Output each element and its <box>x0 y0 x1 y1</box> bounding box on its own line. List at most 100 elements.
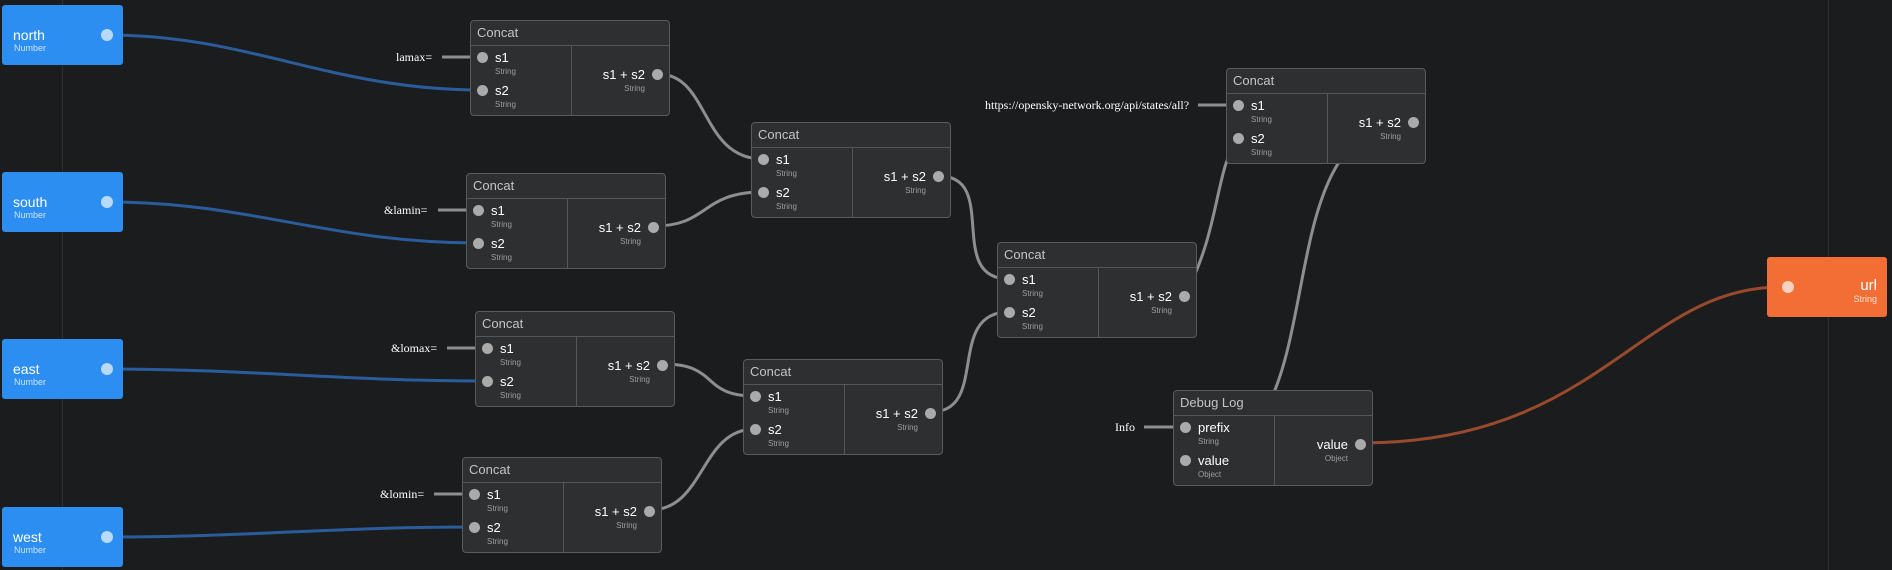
output-pin[interactable] <box>933 171 944 182</box>
wire-west-to-concat-4[interactable] <box>107 525 475 539</box>
input-type-s2: String <box>495 100 516 109</box>
node-title: Concat <box>752 123 950 148</box>
output-port[interactable] <box>101 363 113 375</box>
input-label-value: value <box>1198 453 1230 468</box>
concat-node[interactable]: Concat s1 String s2 String s1 + s2 Strin… <box>1226 68 1426 164</box>
concat-node[interactable]: Concat s1 String s2 String s1 + s2 Strin… <box>997 242 1197 338</box>
input-pin-s1[interactable] <box>750 391 761 402</box>
input-label-s1: s1 <box>495 50 509 65</box>
parameter-type: Number <box>14 43 47 53</box>
output-port[interactable] <box>101 531 113 543</box>
input-pin-s2[interactable] <box>750 424 761 435</box>
constant-info[interactable]: Info <box>1115 420 1135 434</box>
output-pin[interactable] <box>652 69 663 80</box>
input-label-s1: s1 <box>500 341 514 356</box>
input-label-s2: s2 <box>768 422 782 437</box>
output-port[interactable] <box>101 29 113 41</box>
wire-south-to-concat-2[interactable] <box>107 200 479 245</box>
node-divider <box>563 482 564 552</box>
parameter-south[interactable]: south Number <box>2 172 123 232</box>
input-pin-s1[interactable] <box>477 52 488 63</box>
input-pin-s2[interactable] <box>1233 133 1244 144</box>
parameter-west[interactable]: west Number <box>2 507 123 567</box>
input-pin-prefix[interactable] <box>1180 422 1191 433</box>
constant-lamin[interactable]: &lamin= <box>384 203 428 217</box>
output-name: url <box>1860 277 1877 294</box>
input-pin-s1[interactable] <box>482 343 493 354</box>
input-pin-s1[interactable] <box>473 205 484 216</box>
output-pin[interactable] <box>1408 117 1419 128</box>
input-label-prefix: prefix <box>1198 420 1230 435</box>
concat-node[interactable]: Concat s1 String s2 String s1 + s2 Strin… <box>743 359 943 455</box>
node-divider <box>576 336 577 406</box>
wire-east-to-concat-3[interactable] <box>107 367 488 383</box>
wire-concat-1-to-concat-5[interactable] <box>657 72 764 161</box>
wire-concat-5-to-concat-7[interactable] <box>938 174 1010 281</box>
constant-lomax[interactable]: &lomax= <box>391 341 438 355</box>
input-type-s1: String <box>1251 115 1272 124</box>
input-type-s1: String <box>500 358 521 367</box>
debug-log-node[interactable]: Debug Log prefix String value Object val… <box>1173 390 1373 486</box>
output-pin[interactable] <box>1179 291 1190 302</box>
output-type: String <box>616 521 637 530</box>
output-port[interactable] <box>101 196 113 208</box>
node-divider <box>1327 93 1328 163</box>
parameter-north[interactable]: north Number <box>2 5 123 65</box>
concat-node[interactable]: Concat s1 String s2 String s1 + s2 Strin… <box>751 122 951 218</box>
input-pin-value[interactable] <box>1180 455 1191 466</box>
constant-base-url[interactable]: https://opensky-network.org/api/states/a… <box>985 98 1190 112</box>
input-pin-s1[interactable] <box>1233 100 1244 111</box>
input-pin-s2[interactable] <box>473 238 484 249</box>
concat-node[interactable]: Concat s1 String s2 String s1 + s2 Strin… <box>475 311 675 407</box>
wire-debug-to-url[interactable] <box>1360 285 1782 445</box>
concat-node[interactable]: Concat s1 String s2 String s1 + s2 Strin… <box>466 173 666 269</box>
output-type: String <box>1380 132 1401 141</box>
concat-node[interactable]: Concat s1 String s2 String s1 + s2 Strin… <box>470 20 670 116</box>
wire-concat-3-to-concat-6[interactable] <box>662 362 756 398</box>
input-pin-s1[interactable] <box>758 154 769 165</box>
output-pin[interactable] <box>925 408 936 419</box>
output-pin[interactable] <box>644 506 655 517</box>
parameter-type: Number <box>14 545 47 555</box>
output-pin[interactable] <box>1355 439 1366 450</box>
input-pin-s1[interactable] <box>1004 274 1015 285</box>
wire-concat-6-to-concat-7[interactable] <box>930 310 1010 414</box>
input-pin-s2[interactable] <box>482 376 493 387</box>
node-title: Concat <box>744 360 942 385</box>
input-pin-s2[interactable] <box>477 85 488 96</box>
input-type-s2: String <box>1251 148 1272 157</box>
node-title: Concat <box>467 174 665 199</box>
parameter-east[interactable]: east Number <box>2 339 123 399</box>
output-type: String <box>624 84 645 93</box>
input-pin-s2[interactable] <box>1004 307 1015 318</box>
output-pin[interactable] <box>648 222 659 233</box>
output-url[interactable]: url String <box>1767 257 1887 317</box>
node-divider <box>852 147 853 217</box>
concat-node[interactable]: Concat s1 String s2 String s1 + s2 Strin… <box>462 457 662 553</box>
parameter-type: Number <box>14 377 47 387</box>
output-type: Object <box>1324 454 1348 463</box>
wire-concat-4-to-concat-6[interactable] <box>649 427 756 512</box>
input-label-s2: s2 <box>487 520 501 535</box>
output-pin[interactable] <box>657 360 668 371</box>
wire-concat-2-to-concat-5[interactable] <box>653 190 764 228</box>
node-divider <box>567 198 568 268</box>
constant-lomin[interactable]: &lomin= <box>380 487 425 501</box>
node-divider <box>844 384 845 454</box>
input-type-s2: String <box>1022 322 1043 331</box>
input-pin-s2[interactable] <box>758 187 769 198</box>
input-port[interactable] <box>1782 281 1794 293</box>
output-label: s1 + s2 <box>1129 289 1172 304</box>
output-label: s1 + s2 <box>883 169 926 184</box>
constant-lamax[interactable]: lamax= <box>396 50 433 64</box>
input-pin-s2[interactable] <box>469 522 480 533</box>
parameter-name: south <box>13 194 48 210</box>
node-divider <box>571 45 572 115</box>
output-type: String <box>620 237 641 246</box>
input-label-s1: s1 <box>1022 272 1036 287</box>
input-pin-s1[interactable] <box>469 489 480 500</box>
input-label-s1: s1 <box>487 487 501 502</box>
wire-north-to-concat-1[interactable] <box>107 33 483 92</box>
input-type-s2: String <box>768 439 789 448</box>
